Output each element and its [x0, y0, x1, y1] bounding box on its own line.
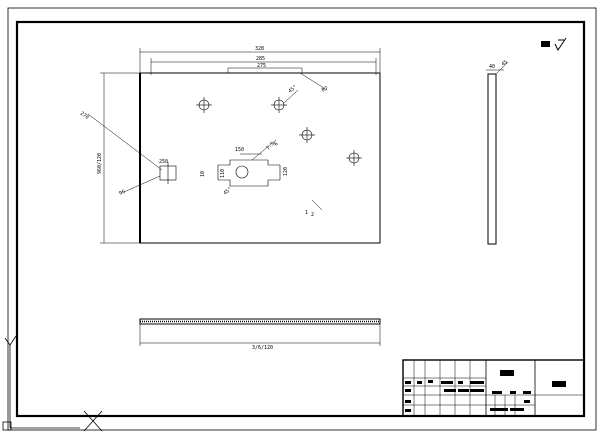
title-block [402, 359, 585, 417]
roughness-symbol [541, 37, 567, 51]
dim-rod-w2: 45 [500, 59, 508, 67]
dim-angle2: 45° [222, 186, 233, 196]
dim-overall-height: 960/120 [97, 153, 103, 174]
ucs-icon [2, 335, 80, 431]
dim-inner-width: 285 [256, 56, 265, 62]
bottom-view [139, 318, 381, 346]
dim-diag1: 7.5 [265, 141, 276, 152]
dim-hole-left: 250 [159, 159, 168, 165]
outer-frame [7, 7, 597, 431]
dim-small2: 2 [311, 212, 314, 218]
dim-note-left: 270 [79, 111, 90, 121]
inner-frame [15, 20, 586, 418]
dim-r: R7 [321, 86, 329, 94]
dim-overall-width: 328 [255, 46, 264, 52]
rod-side-view [486, 61, 509, 245]
dim-bottom-length: 3/6/120 [252, 345, 273, 351]
dim-top-slot: 275 [257, 63, 266, 69]
title-block-marks [405, 370, 566, 412]
dim-rod-w1: 40 [489, 64, 495, 70]
dim-angle1: 45° [287, 84, 298, 94]
dim-slot-h1: 10 [200, 171, 206, 177]
cursor-crosshair [83, 410, 103, 432]
dim-slot-h2: 110 [220, 169, 226, 178]
dim-small1: 1 [305, 210, 308, 216]
plate-view: 328 285 275 960/120 270 96 250 150 R7 45… [79, 46, 381, 244]
dim-note-left2: 96 [118, 189, 126, 197]
dim-slot-len: 150 [235, 147, 244, 153]
dim-diag2: 6 [273, 141, 279, 147]
dim-slot-h5: 120 [283, 167, 289, 176]
